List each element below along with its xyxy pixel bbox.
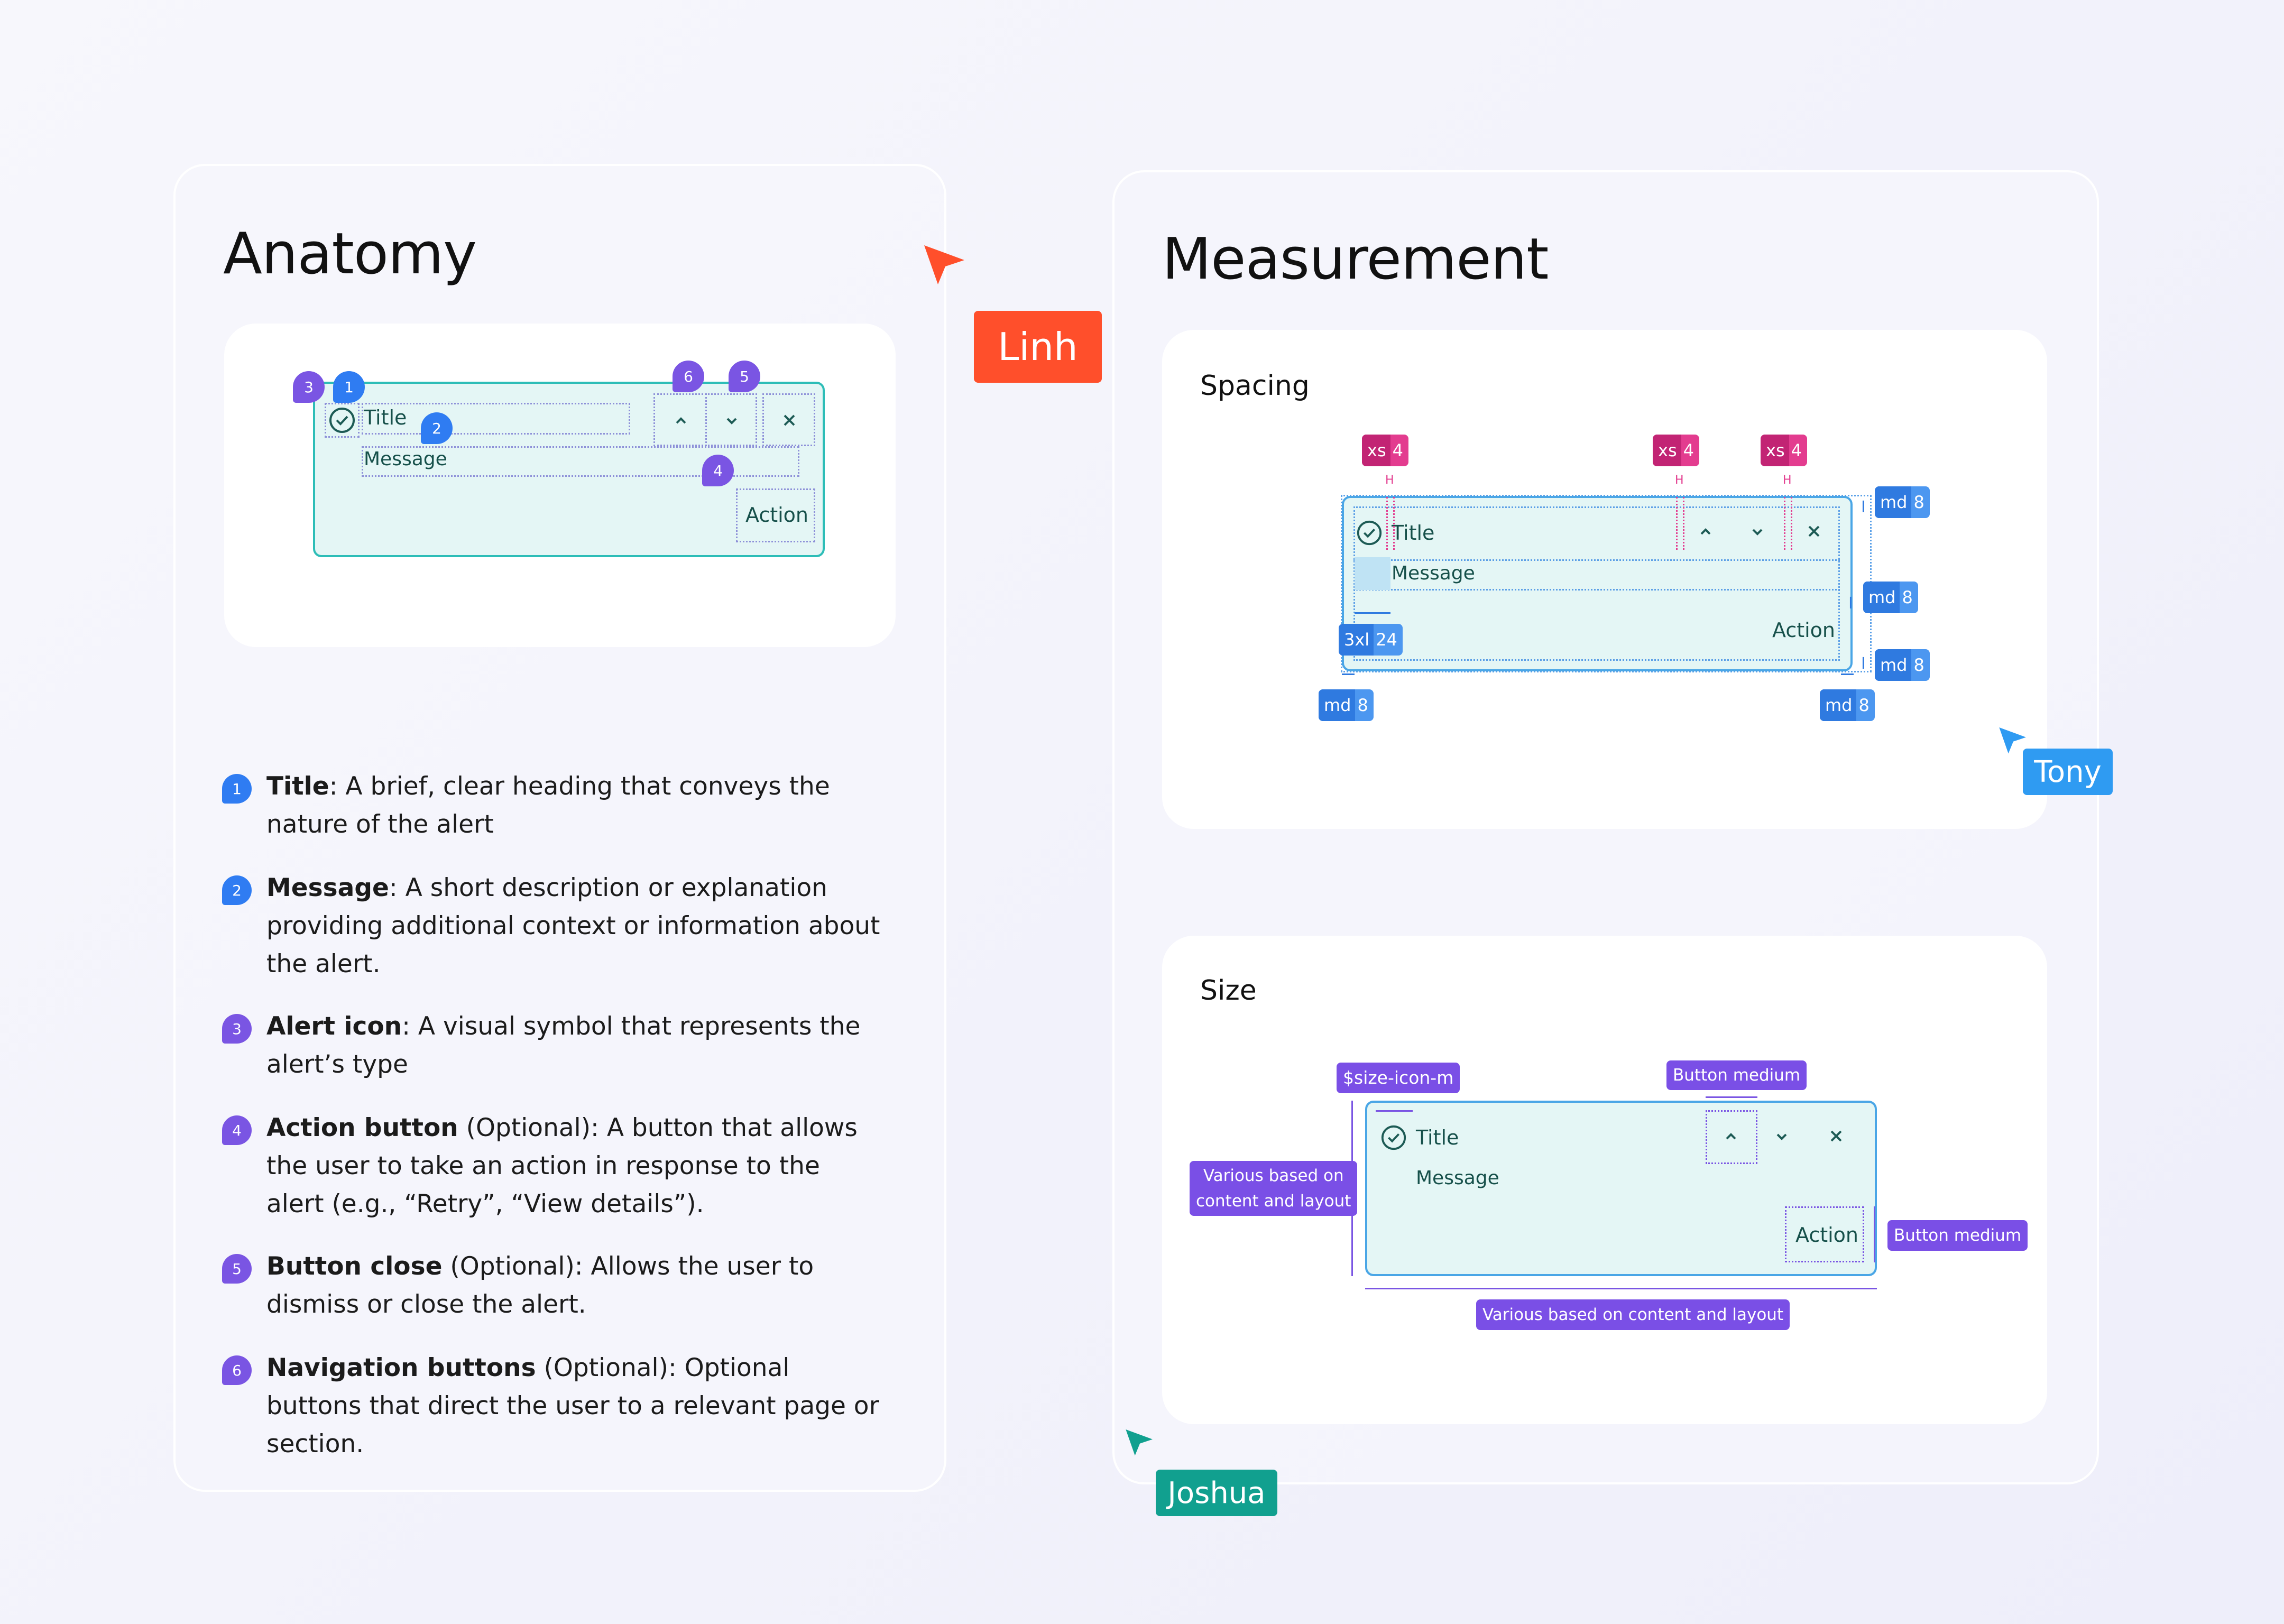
size-label-width: Various based on content and layout [1476, 1299, 1790, 1330]
close-icon [1808, 525, 1820, 537]
chevron-down-icon [1776, 1133, 1787, 1140]
size-panel: Size Title Message Action $size-icon-m B… [1162, 936, 2047, 1424]
spacing-highlight [1355, 557, 1390, 590]
list-item: Alert icon: A visual symbol that represe… [266, 1012, 861, 1079]
cursor-linh-icon [924, 245, 964, 284]
anatomy-alert-message: Message [364, 448, 447, 470]
list-item: Navigation buttons (Optional): Optional … [266, 1353, 879, 1459]
cursor-label-joshua: Joshua [1156, 1470, 1277, 1516]
list-item: Action button (Optional): A button that … [266, 1113, 858, 1219]
anatomy-heading: Anatomy [223, 221, 477, 287]
check-circle-icon [1357, 520, 1382, 546]
marker-2: 2 [421, 412, 453, 444]
list-item: Button close (Optional): Allows the user… [266, 1252, 814, 1319]
title-outline [362, 403, 630, 435]
message-outline [362, 446, 799, 477]
cursor-label-tony: Tony [2023, 749, 2113, 795]
size-label-height: Various based on content and layout [1190, 1161, 1358, 1216]
check-circle-icon [329, 408, 355, 433]
size-action-outline [1785, 1206, 1864, 1262]
list-number-5: 5 [222, 1254, 252, 1284]
marker-5: 5 [729, 361, 760, 392]
close-icon [784, 414, 795, 426]
list-number-1: 1 [222, 774, 252, 804]
list-number-2: 2 [222, 875, 252, 905]
cursor-joshua-icon [1126, 1429, 1153, 1456]
spacing-label: Spacing [1200, 370, 1310, 402]
list-item: Message: A short description or explanat… [266, 873, 880, 979]
cursor-tony-icon [1999, 727, 2026, 754]
anatomy-alert-preview [313, 382, 825, 557]
size-alert-preview [1365, 1101, 1877, 1276]
chevron-down-icon [726, 418, 737, 425]
size-alert-action: Action [1795, 1223, 1859, 1247]
list-number-4: 4 [222, 1115, 252, 1145]
anatomy-alert-action: Action [745, 503, 809, 527]
chevron-up-icon [1726, 1133, 1736, 1140]
size-label: Size [1200, 975, 1257, 1007]
icon-outline [325, 403, 360, 438]
spacing-alert-preview [1342, 496, 1853, 671]
measurement-heading: Measurement [1162, 226, 1549, 292]
spacing-alert-action: Action [1772, 619, 1836, 642]
chevron-up-icon [676, 417, 686, 424]
marker-1: 1 [333, 371, 365, 403]
spacing-alert-title: Title [1392, 521, 1435, 545]
action-button-outline [736, 488, 815, 542]
size-label-button-right: Button medium [1887, 1220, 2028, 1251]
spacing-alert-message: Message [1392, 562, 1475, 584]
close-button-outline [762, 393, 815, 446]
marker-6: 6 [673, 361, 704, 392]
list-number-6: 6 [222, 1355, 252, 1385]
cursor-label-linh: Linh [974, 311, 1102, 383]
size-alert-title: Title [1416, 1126, 1459, 1149]
size-label-button-top: Button medium [1666, 1060, 1807, 1090]
marker-4: 4 [702, 455, 734, 486]
chevron-up-icon [1700, 528, 1711, 535]
chevron-down-icon [1752, 529, 1763, 536]
anatomy-alert-title: Title [364, 406, 407, 429]
marker-3: 3 [293, 371, 325, 403]
close-icon [1830, 1130, 1842, 1142]
anatomy-diagram-panel: Title Message Action 3 1 2 6 5 4 [224, 324, 896, 647]
list-item: Title: A brief, clear heading that conve… [266, 772, 830, 839]
size-label-icon: $size-icon-m [1337, 1063, 1460, 1093]
size-nav-button-outline [1706, 1110, 1757, 1164]
size-alert-message: Message [1416, 1167, 1499, 1189]
check-circle-icon [1381, 1125, 1406, 1150]
list-number-3: 3 [222, 1014, 252, 1044]
